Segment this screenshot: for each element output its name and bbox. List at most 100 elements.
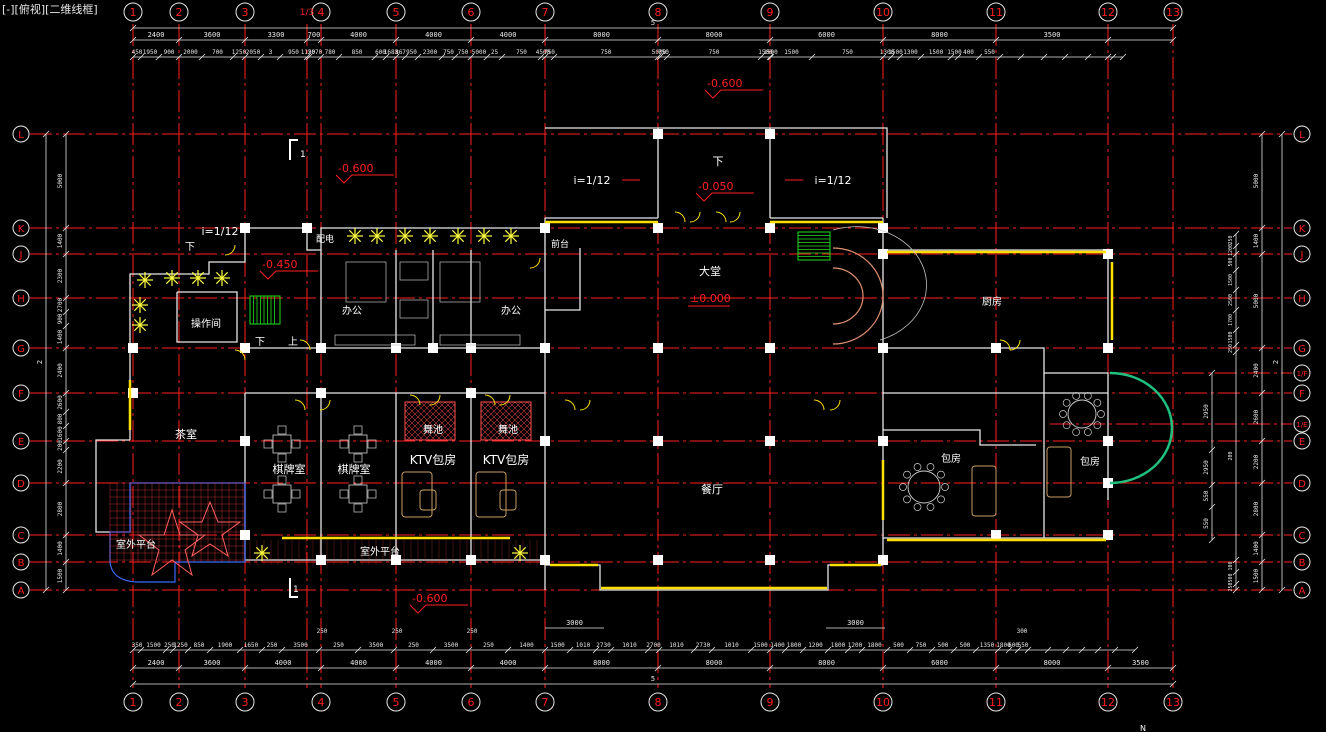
dim-top-detail-value: 900 bbox=[164, 49, 175, 56]
axis-label-top: 1 bbox=[130, 6, 137, 19]
structural-column bbox=[540, 223, 550, 233]
dim-top-detail-tick bbox=[537, 53, 545, 61]
sofa bbox=[971, 465, 997, 517]
dance-hatch bbox=[412, 401, 452, 441]
office-furniture bbox=[399, 299, 429, 319]
dance-hatch bbox=[404, 401, 434, 431]
axis-label-left: F bbox=[18, 389, 24, 400]
dim-top-detail-tick bbox=[1061, 53, 1069, 61]
chair bbox=[263, 489, 273, 499]
axis-label-left: H bbox=[17, 294, 25, 305]
chair bbox=[367, 439, 377, 449]
dance-hatch bbox=[404, 401, 422, 419]
dim-bottom-detail-value: 1900 bbox=[218, 642, 233, 649]
dance-hatch bbox=[444, 401, 456, 413]
dim-bottom-value: 4000 bbox=[425, 659, 442, 667]
structural-column bbox=[240, 343, 250, 353]
dim-bottom-detail-tick bbox=[236, 646, 244, 654]
dim-bottom-detail-tick bbox=[1014, 646, 1022, 654]
plant-icon bbox=[369, 228, 385, 244]
axis-label-left: C bbox=[18, 531, 25, 542]
axis-label-right: D bbox=[1298, 479, 1306, 490]
table-chair bbox=[937, 470, 945, 479]
door-swing bbox=[299, 339, 311, 351]
dim-top-detail-tick bbox=[276, 53, 284, 61]
axis-bubble-top bbox=[311, 2, 331, 22]
dim-right-small-tick bbox=[1232, 348, 1240, 356]
table-chair bbox=[1084, 428, 1092, 436]
room-label-power: 配电 bbox=[316, 233, 334, 245]
dim-top-tick bbox=[467, 36, 475, 44]
structural-column bbox=[240, 530, 250, 540]
dim-right-extra-tick bbox=[1208, 369, 1216, 377]
axis-label-extra: 1/F bbox=[1297, 370, 1308, 378]
elevation-label: ±0.000 bbox=[690, 292, 731, 305]
dim-top-detail-tick bbox=[896, 53, 904, 61]
room-label-front-desk: 前台 bbox=[551, 238, 569, 250]
dim-bottom-detail-tick bbox=[137, 646, 145, 654]
dim-left-value: 2600 bbox=[57, 395, 64, 410]
axis-label-extra: 1/E bbox=[1296, 421, 1307, 429]
axis-label-top: 6 bbox=[468, 6, 475, 19]
dim-bottom-detail-tick bbox=[690, 646, 698, 654]
dim-bottom-small: 250 bbox=[317, 628, 328, 635]
dance-hatch bbox=[480, 421, 500, 441]
axis-label-bottom: 2 bbox=[176, 696, 183, 709]
dim-top-detail-tick bbox=[663, 53, 671, 61]
plant-icon bbox=[137, 272, 153, 288]
dance-floor bbox=[480, 401, 532, 441]
dim-right-tick bbox=[1258, 479, 1266, 487]
dim-left-tick bbox=[62, 250, 70, 258]
dim-bottom-detail-value: 1350 bbox=[980, 642, 995, 649]
room-label-dance: 舞池 bbox=[498, 423, 518, 436]
dance-hatch bbox=[526, 401, 532, 407]
dim-bottom-detail-value: 1650 bbox=[244, 642, 259, 649]
plant-icon bbox=[476, 228, 492, 244]
axis-label-top: 13 bbox=[1166, 6, 1180, 19]
axis-label-bottom: 13 bbox=[1166, 696, 1180, 709]
structural-column bbox=[128, 343, 138, 353]
dim-right-extra-value: 2950 bbox=[1203, 404, 1210, 419]
chair bbox=[263, 439, 273, 449]
axis-bubble-top bbox=[169, 2, 189, 22]
dim-bottom-detail-tick bbox=[429, 646, 437, 654]
sofa bbox=[475, 471, 507, 518]
dim-top-detail-value: 4500 bbox=[536, 49, 551, 56]
dim-top-tick bbox=[129, 36, 137, 44]
dim-left-value: 900 bbox=[57, 313, 64, 324]
room-label-chess: 棋牌室 bbox=[338, 462, 371, 476]
dim-top-detail-value: 450 bbox=[132, 49, 143, 56]
dim-top-value: 8000 bbox=[593, 31, 610, 39]
dim-left-total-value: 2 bbox=[36, 360, 44, 364]
structural-column bbox=[316, 343, 326, 353]
wall-entrance bbox=[545, 127, 888, 218]
dim-right-extra-value: 550 bbox=[1203, 490, 1210, 501]
door-swing bbox=[579, 399, 591, 411]
dim-bottom-detail-value: 500 bbox=[960, 642, 971, 649]
direction-label: 下 bbox=[255, 337, 265, 348]
dim-right-small-value: 200 bbox=[1228, 451, 1234, 460]
dim-bottom-detail-value: 3500 bbox=[369, 642, 384, 649]
elevation-symbol bbox=[259, 270, 318, 280]
dim-bottom-detail-value: 1010 bbox=[724, 642, 739, 649]
viewport-label[interactable]: [-][俯视][二维线框] bbox=[2, 3, 98, 16]
dim-bottom-detail-tick bbox=[1078, 646, 1086, 654]
chair bbox=[339, 439, 349, 449]
dim-right-extra-tick bbox=[1208, 536, 1216, 544]
axis-label-top: 11 bbox=[989, 6, 1003, 19]
dim-top-tick bbox=[879, 36, 887, 44]
dim-left-value: 2800 bbox=[57, 501, 64, 516]
dim-top-detail-value: 5000 bbox=[652, 49, 667, 56]
axis-label-right: E bbox=[1299, 437, 1305, 448]
axis-label-bottom: 9 bbox=[767, 696, 774, 709]
axis-label-top: 9 bbox=[767, 6, 774, 19]
axis-bubble-top bbox=[535, 2, 555, 22]
wall-west-upper bbox=[129, 228, 246, 440]
dim-top-tick bbox=[766, 36, 774, 44]
axis-label-right: K bbox=[1299, 224, 1306, 235]
dim-top-detail-tick bbox=[1109, 53, 1117, 61]
slope-label: i=1/12 bbox=[202, 225, 239, 238]
dim-bottom-detail-value: 1010 bbox=[669, 642, 684, 649]
dim-top-detail-value: 750 bbox=[544, 49, 555, 56]
axis-bubble-right bbox=[1293, 432, 1311, 450]
